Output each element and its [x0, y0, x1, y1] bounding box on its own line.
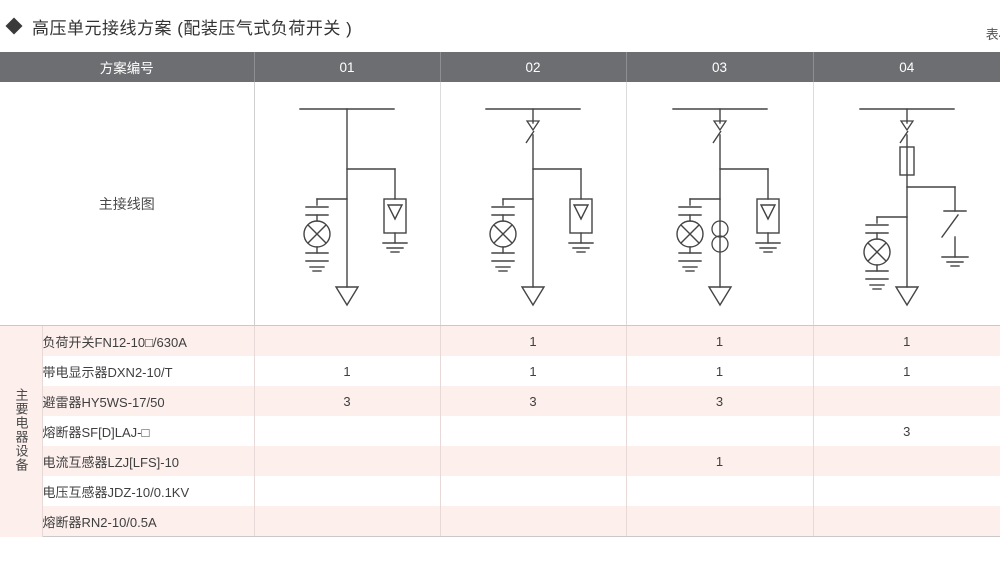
- equipment-qty-02: 1: [440, 325, 627, 356]
- table-row: 熔断器SF[D]LAJ-□ 3: [0, 416, 1000, 446]
- wiring-scheme-table: 方案编号 01 02 03 04 主接线图: [0, 52, 1000, 537]
- live-line-indicator: [489, 206, 517, 272]
- equipment-qty-03: [626, 476, 814, 506]
- diamond-bullet-icon: [5, 17, 23, 35]
- diagram-cell-04: [813, 82, 1000, 326]
- equipment-qty-03: [626, 416, 814, 446]
- single-line-diagram-02: [485, 108, 594, 307]
- equipment-qty-03: 1: [626, 325, 814, 356]
- current-transformer: [710, 220, 729, 253]
- equipment-qty-04: 3: [813, 416, 1000, 446]
- equipment-name: 带电显示器DXN2-10/T: [42, 356, 255, 386]
- cable-termination: [894, 286, 919, 307]
- surge-arrester: [754, 198, 781, 253]
- page-title-bar: 高压单元接线方案 (配装压气式负荷开关 ) 表4: [0, 0, 1000, 52]
- diagram-cell-03: [626, 82, 814, 326]
- main-wiring-diagram-label: 主接线图: [98, 195, 155, 212]
- equipment-qty-01: [254, 506, 441, 537]
- equipment-qty-01: [254, 476, 441, 506]
- equipment-qty-01: 3: [254, 386, 441, 416]
- equipment-qty-04: 1: [813, 325, 1000, 356]
- equipment-qty-01: [254, 446, 441, 476]
- live-line-indicator: [303, 206, 331, 272]
- equipment-qty-03: 1: [626, 446, 814, 476]
- table-row: 电压互感器JDZ-10/0.1KV: [0, 476, 1000, 506]
- equipment-qty-03: [626, 506, 814, 537]
- header-column-02: 02: [440, 52, 627, 82]
- equipment-qty-02: 1: [440, 356, 627, 386]
- main-wiring-diagram-row: 主接线图: [0, 82, 1000, 326]
- equipment-qty-02: [440, 416, 627, 446]
- live-line-indicator: [675, 206, 704, 272]
- equipment-qty-04: [813, 446, 1000, 476]
- earthing-switch: [940, 210, 969, 267]
- equipment-qty-03: 3: [626, 386, 814, 416]
- equipment-qty-01: [254, 325, 441, 356]
- main-wiring-diagram-label-cell: 主接线图: [0, 82, 255, 326]
- equipment-name: 电压互感器JDZ-10/0.1KV: [42, 476, 255, 506]
- equipment-qty-02: [440, 446, 627, 476]
- equipment-name: 避雷器HY5WS-17/50: [42, 386, 255, 416]
- equipment-name: 熔断器SF[D]LAJ-□: [42, 416, 255, 446]
- equipment-group-label: 主要电器设备: [13, 387, 29, 472]
- equipment-name: 电流互感器LZJ[LFS]-10: [42, 446, 255, 476]
- diagram-cell-01: [254, 82, 441, 326]
- equipment-qty-01: [254, 416, 441, 446]
- load-break-switch: [525, 120, 541, 144]
- header-scheme-number: 方案编号: [0, 52, 255, 82]
- cable-termination: [334, 286, 360, 307]
- single-line-diagram-01: [299, 108, 408, 307]
- surge-arrester: [382, 198, 408, 253]
- equipment-qty-04: [813, 476, 1000, 506]
- cable-termination: [707, 286, 732, 307]
- load-break-switch: [899, 120, 914, 144]
- page-title: 高压单元接线方案 (配装压气式负荷开关 ): [32, 18, 353, 38]
- equipment-qty-04: 1: [813, 356, 1000, 386]
- equipment-name: 熔断器RN2-10/0.5A: [42, 506, 255, 537]
- table-header-row: 方案编号 01 02 03 04: [0, 52, 1000, 82]
- equipment-qty-02: [440, 506, 627, 537]
- table-row: 主要电器设备 负荷开关FN12-10□/630A 1 1 1: [0, 325, 1000, 537]
- equipment-qty-01: 1: [254, 356, 441, 386]
- equipment-qty-02: [440, 476, 627, 506]
- table-row: 电流互感器LZJ[LFS]-10 1: [0, 446, 1000, 476]
- diagram-cell-02: [440, 82, 627, 326]
- cable-termination: [520, 286, 546, 307]
- equipment-group-label-cell: 主要电器设备: [0, 325, 43, 537]
- equipment-qty-04: [813, 386, 1000, 416]
- equipment-qty-04: [813, 506, 1000, 537]
- load-break-switch: [711, 120, 727, 144]
- table-number-label: 表4: [985, 27, 1000, 42]
- single-line-diagram-03: [671, 108, 781, 307]
- table-row: 熔断器RN2-10/0.5A: [0, 506, 1000, 537]
- table-row: 避雷器HY5WS-17/50 3 3 3: [0, 386, 1000, 416]
- equipment-name: 负荷开关FN12-10□/630A: [42, 325, 255, 356]
- surge-arrester: [568, 198, 594, 253]
- header-column-04: 04: [813, 52, 1000, 82]
- live-line-indicator: [863, 224, 891, 290]
- equipment-qty-02: 3: [440, 386, 627, 416]
- header-column-01: 01: [254, 52, 441, 82]
- equipment-qty-03: 1: [626, 356, 814, 386]
- single-line-diagram-04: [859, 108, 969, 307]
- table-row: 带电显示器DXN2-10/T 1 1 1 1: [0, 356, 1000, 386]
- header-column-03: 03: [626, 52, 814, 82]
